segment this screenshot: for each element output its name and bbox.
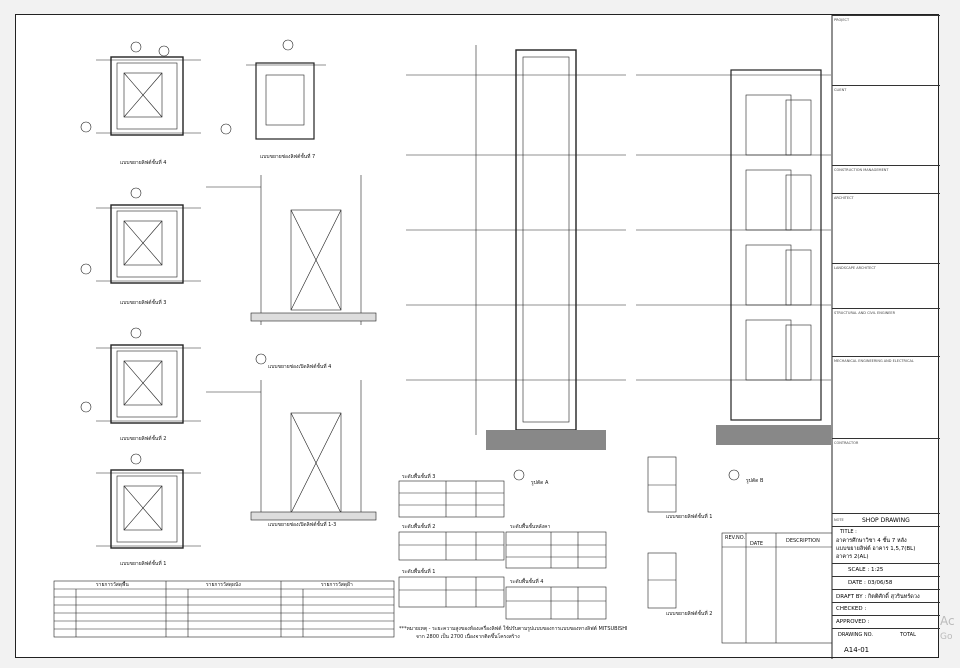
approved-text: APPROVED : bbox=[836, 619, 870, 625]
cad-drawing bbox=[53, 15, 833, 659]
level-table-floor-3: ระดับพื้นชั้นที่ 3 bbox=[402, 474, 436, 480]
draft-by-text: DRAFT BY : กิตติศักดิ์ สุวรินทร์ดวง bbox=[836, 594, 920, 600]
level-table-floor-2: ระดับพื้นชั้นที่ 2 bbox=[402, 524, 436, 530]
detail-title-2: แบบขยายลิฟต์ชั้นที่ 2 bbox=[666, 611, 713, 617]
note-value: SHOP DRAWING bbox=[862, 517, 910, 524]
section-b-title: รูปตัด B bbox=[746, 478, 764, 484]
detail-title-1: แบบขยายลิฟต์ชั้นที่ 1 bbox=[666, 514, 713, 520]
rev-description-header: DESCRIPTION bbox=[786, 538, 820, 544]
plan-title-machine-room: แบบขยายช่องลิฟต์ชั้นที่ 7 bbox=[260, 154, 316, 160]
plan-title-floor-3: แบบขยายลิฟต์ชั้นที่ 3 bbox=[120, 300, 167, 306]
tb-architect-label: ARCHITECT bbox=[834, 196, 854, 200]
tb-cm-label: CONSTRUCTION MANAGEMENT bbox=[834, 168, 889, 172]
watermark-line-2: Go bbox=[940, 632, 953, 642]
tb-contractor: CONTRACTOR bbox=[832, 438, 940, 513]
plan-title-floor-4: แบบขยายลิฟต์ชั้นที่ 4 bbox=[120, 160, 167, 166]
footnote-line-2: จาก 2800 เป็น 2700 เนื่องจากติดขึ้นโครงส… bbox=[416, 634, 520, 640]
drawing-no-label: DRAWING NO. bbox=[838, 632, 873, 638]
note-label: NOTE bbox=[834, 518, 844, 522]
detail-2 bbox=[647, 552, 677, 609]
plan-machine-room bbox=[220, 39, 326, 140]
schedule-header-wall: รายการวัสดุผนัง bbox=[206, 582, 241, 588]
tb-approved: APPROVED : bbox=[832, 615, 940, 628]
tb-draft: DRAFT BY : กิตติศักดิ์ สุวรินทร์ดวง bbox=[832, 589, 940, 602]
elevation-title-floor-4: แบบขยายช่องเปิดลิฟต์ชั้นที่ 4 bbox=[268, 364, 332, 370]
plan-title-floor-1: แบบขยายลิฟต์ชั้นที่ 1 bbox=[120, 561, 167, 567]
level-table-roof: ระดับพื้นชั้นหลังคา bbox=[510, 524, 551, 530]
date-text: DATE : 03/06/58 bbox=[848, 580, 893, 586]
elevation-title-floor-1-3: แบบขยายช่องเปิดลิฟต์ชั้นที่ 1-3 bbox=[268, 522, 337, 528]
tb-architect: ARCHITECT bbox=[832, 193, 940, 263]
title-line-2: แบบขยายลิฟต์ อาคาร 1,5,7(BL) bbox=[836, 546, 916, 552]
title-line-3: อาคาร 2(AL) bbox=[836, 554, 869, 560]
tb-project-label: PROJECT bbox=[834, 18, 850, 22]
rev-no-header: REV.NO. bbox=[725, 535, 746, 541]
tb-landscape-label: LANDSCAPE ARCHITECT bbox=[834, 266, 876, 270]
tb-structural: STRUCTURAL AND CIVIL ENGINEER bbox=[832, 308, 940, 356]
section-a-title: รูปตัด A bbox=[531, 480, 549, 486]
checked-text: CHECKED : bbox=[836, 606, 867, 612]
elevation-door-floor-4 bbox=[206, 175, 377, 365]
plan-floor-4 bbox=[80, 41, 201, 136]
plan-floor-3 bbox=[80, 187, 201, 284]
plan-floor-2 bbox=[80, 327, 201, 424]
tb-date: DATE : 03/06/58 bbox=[832, 576, 940, 589]
schedule-header-floor: รายการวัสดุพื้น bbox=[96, 582, 129, 588]
section-a bbox=[406, 45, 626, 481]
drawing-number: A14-01 bbox=[844, 646, 870, 654]
total-label: TOTAL bbox=[900, 632, 916, 638]
tb-mep-label: MECHANICAL ENGINEERING AND ELECTRICAL bbox=[834, 359, 914, 363]
level-tables bbox=[398, 480, 607, 620]
tb-title: TITLE : อาคารศึกษาวิชา 4 ชั้น 7 หลัง แบบ… bbox=[832, 526, 940, 563]
level-table-floor-1: ระดับพื้นชั้นที่ 1 bbox=[402, 569, 436, 575]
schedule-header-ceiling: รายการวัสดุฝ้า bbox=[321, 582, 353, 588]
material-schedule bbox=[53, 580, 395, 638]
rev-date-header: DATE bbox=[750, 541, 764, 547]
tb-checked: CHECKED : bbox=[832, 602, 940, 615]
tb-landscape: LANDSCAPE ARCHITECT bbox=[832, 263, 940, 308]
detail-1 bbox=[647, 456, 677, 513]
title-label: TITLE : bbox=[840, 529, 857, 535]
tb-structural-label: STRUCTURAL AND CIVIL ENGINEER bbox=[834, 311, 896, 315]
tb-note: NOTE SHOP DRAWING bbox=[832, 513, 940, 526]
drawing-sheet: PROJECT CLIENT CONSTRUCTION MANAGEMENT A… bbox=[15, 14, 940, 659]
footnote-line-1: ***หมายเหตุ - ระยะความสูงของห้องเครื่องล… bbox=[399, 626, 628, 632]
title-line-1: อาคารศึกษาวิชา 4 ชั้น 7 หลัง bbox=[836, 538, 907, 544]
elevation-door-floor-1-3 bbox=[206, 380, 377, 521]
plan-floor-1 bbox=[96, 453, 201, 549]
plan-title-floor-2: แบบขยายลิฟต์ชั้นที่ 2 bbox=[120, 436, 167, 442]
tb-scale: SCALE : 1:25 bbox=[832, 563, 940, 576]
tb-project: PROJECT bbox=[832, 15, 940, 85]
scale-text: SCALE : 1:25 bbox=[848, 567, 884, 573]
tb-client-label: CLIENT bbox=[834, 88, 847, 92]
tb-drawing-no: DRAWING NO. TOTAL A14-01 bbox=[832, 628, 940, 659]
section-b bbox=[636, 69, 831, 481]
tb-cm: CONSTRUCTION MANAGEMENT bbox=[832, 165, 940, 195]
revision-table-lines bbox=[721, 532, 833, 644]
tb-contractor-label: CONTRACTOR bbox=[834, 441, 859, 445]
tb-client: CLIENT bbox=[832, 85, 940, 135]
watermark-line-1: Ac bbox=[940, 614, 955, 628]
level-table-floor-4: ระดับพื้นชั้นที่ 4 bbox=[510, 579, 544, 585]
tb-mep: MECHANICAL ENGINEERING AND ELECTRICAL bbox=[832, 356, 940, 438]
